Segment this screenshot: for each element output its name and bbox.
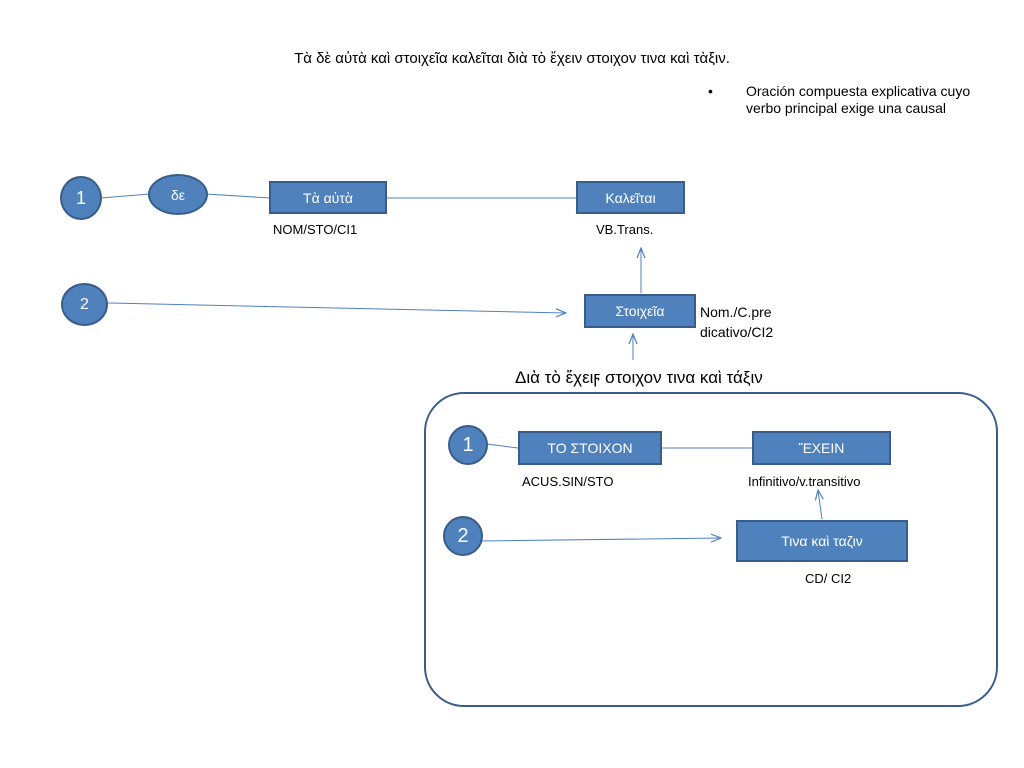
line-sub-circle1-stoichon (486, 443, 519, 449)
label-tina: CD/ CI2 (805, 571, 852, 586)
subclause-title: Διὰ τὸ ἔχειϝ στοιχον τινα καὶ τάξιν (515, 368, 763, 387)
label-ta-auta: NOM/STO/CI1 (273, 222, 358, 237)
arrow-sub-circle2-tina (480, 538, 721, 541)
sub-node-circle-1: 1 (448, 425, 488, 465)
sub-node-echein: ἜΧΕΙΝ (752, 431, 891, 465)
node-ta-auta: Tὰ αὐτὰ (269, 181, 387, 214)
arrow-tina-echein (818, 490, 822, 520)
note-bullet: • (708, 83, 713, 99)
label-stoicheia-1: Nom./C.pre (700, 304, 772, 320)
node-stoicheia: Στοιχεῖα (584, 294, 696, 328)
line-circle1-de (100, 193, 151, 199)
note-text: Oración compuesta explicativa cuyo verbo… (746, 83, 971, 116)
page-title: Tὰ δὲ αὐτὰ καὶ στοιχεῖα καλεῖται διὰ τὸ … (294, 50, 730, 67)
node-kaleitai: Καλεῖται (576, 181, 685, 214)
subclause-container (424, 392, 998, 707)
sub-node-circle-2: 2 (443, 516, 483, 556)
node-de: δε (148, 174, 208, 215)
line-de-ta-auta (205, 193, 271, 199)
label-kaleitai: VB.Trans. (596, 222, 654, 237)
node-circle-2: 2 (61, 283, 108, 326)
label-stoicheia-2: dicativo/CI2 (700, 324, 774, 340)
node-circle-1: 1 (60, 176, 102, 220)
sub-node-stoichon: ΤΟ ΣΤΟΙΧΟΝ (518, 431, 662, 465)
arrow-circle2-stoicheia (107, 302, 566, 313)
sub-node-tina: Τινα καὶ ταζιν (736, 520, 908, 562)
label-stoichon: ACUS.SIN/STO (522, 474, 614, 489)
label-echein: Infinitivo/v.transitivo (748, 474, 861, 489)
